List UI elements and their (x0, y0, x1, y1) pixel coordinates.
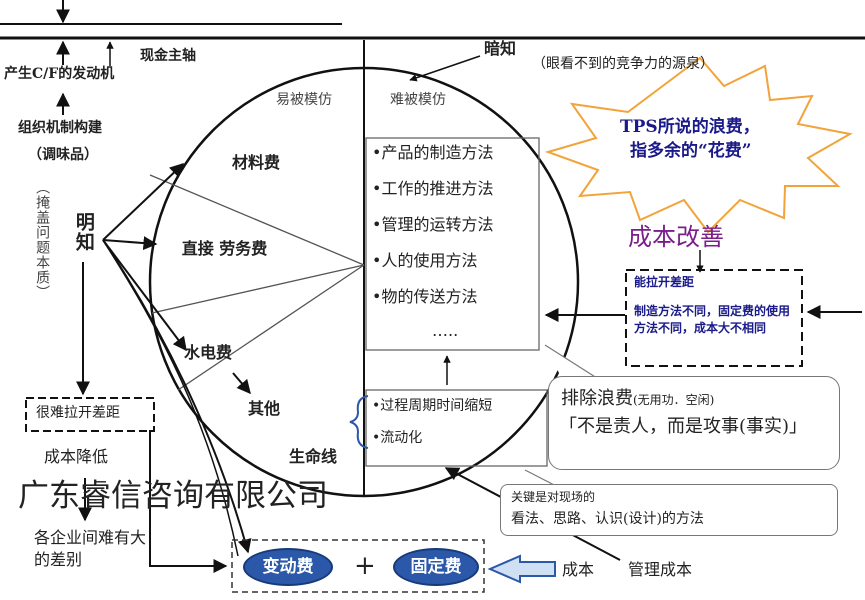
starburst-line-1: TPS所说的浪费， (620, 117, 760, 137)
direct-labor-label: 直接 劳务费 (181, 239, 268, 258)
hard-gap-label: 很难拉开差距 (36, 405, 120, 421)
key-point-line-2: 看法、思路、认识(设计)的方法 (511, 511, 704, 527)
wide-gap-body: 制造方法不同，固定费的使用方法不同，成本大不相同 (634, 304, 791, 336)
variable-cost-ellipse: 变动费 (243, 548, 333, 586)
other-cost-label: 其他 (248, 399, 281, 418)
hard-imitate-header: 难被模仿 (390, 92, 446, 108)
waste-elimination-quote: 「不是责人，而是攻事(事实)」 (559, 416, 808, 437)
cost-label: 成本 (562, 560, 595, 579)
wide-gap-dashed-box (625, 269, 803, 367)
fixed-cost-ellipse: 固定费 (393, 548, 479, 586)
plus-sign: + (354, 551, 376, 581)
key-point-bubble: 关键是对现场的 看法、思路、认识(设计)的方法 (500, 484, 838, 536)
company-watermark: 广东睿信咨询有限公司 (18, 478, 328, 514)
cost-improvement-title: 成本改善 (628, 223, 724, 251)
management-cost-label: 管理成本 (628, 560, 693, 579)
method-item: •管理的运转方法 (372, 215, 494, 234)
cash-axis-label: 现金主轴 (140, 48, 196, 64)
starburst-line-2: 指多余的“花费” (630, 141, 752, 161)
flow-item: •流动化 (372, 430, 423, 446)
company-difference-label: 各企业间难有大的差别 (34, 528, 147, 569)
waste-elimination-bubble: 排除浪费(无用功．空闲) 「不是责人，而是攻事(事实)」 (548, 376, 840, 470)
flow-box (365, 389, 548, 467)
block-arrow (487, 554, 556, 584)
method-item: •工作的推进方法 (372, 179, 494, 198)
method-item: •物的传送方法 (372, 287, 478, 306)
seasoning-label: （调味品） (28, 147, 98, 163)
method-box (365, 137, 540, 351)
wide-gap-title: 能拉开差距 (634, 275, 695, 289)
cf-engine-label: 产生C/F的发动机 (4, 66, 115, 82)
cost-sum-dashed-box (231, 539, 485, 593)
key-point-line-1: 关键是对现场的 (511, 490, 596, 504)
method-ellipsis: ….. (432, 321, 459, 340)
cost-reduction-label: 成本降低 (44, 447, 109, 466)
org-mechanism-label: 组织机制构建 (18, 120, 102, 136)
method-item: •人的使用方法 (372, 251, 478, 270)
explicit-knowledge-label: 明知 (72, 212, 95, 252)
lifeline-label: 生命线 (289, 447, 338, 466)
utilities-cost-label: 水电费 (184, 343, 233, 362)
cover-essence-label: （掩盖问题本质） (34, 180, 51, 300)
hard-gap-dashed-box (25, 397, 155, 432)
materials-cost-label: 材料费 (232, 153, 281, 172)
method-item: •产品的制造方法 (372, 143, 494, 162)
tacit-knowledge-label: 暗知 (484, 39, 517, 58)
flow-item: •过程周期时间缩短 (372, 398, 493, 414)
easy-imitate-header: 易被模仿 (276, 92, 332, 108)
waste-elimination-title: 排除浪费(无用功．空闲) (561, 388, 715, 409)
starburst (544, 56, 853, 234)
tacit-note: （眼看不到的竞争力的源泉） (532, 56, 714, 72)
